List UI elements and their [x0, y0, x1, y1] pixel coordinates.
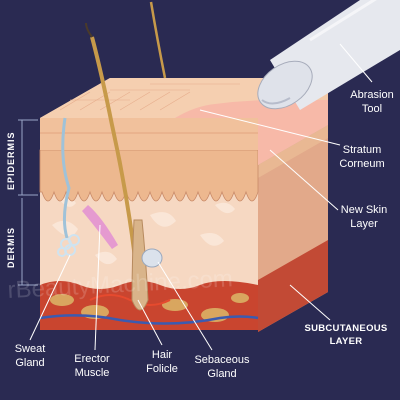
surface-texture: [59, 83, 240, 111]
hair-tip: [85, 22, 93, 38]
new-skin-label-1: New Skin: [341, 204, 387, 216]
label-subcutaneous-layer: SUBCUTANEOUS LAYER: [304, 323, 387, 347]
new-skin-label-2: Layer: [350, 218, 378, 230]
stratum-corneum-label-1: Stratum: [343, 144, 382, 156]
label-hair-folicle: Hair Folicle: [146, 349, 178, 375]
blood-vessel: [39, 314, 259, 325]
fat-cells: [50, 293, 249, 322]
sebaceous-gland: [141, 248, 163, 268]
erector-muscle-label-2: Muscle: [75, 367, 110, 379]
sweat-gland-label-2: Gland: [15, 357, 44, 369]
sweat-gland-label-1: Sweat: [15, 343, 46, 355]
epidermis-label: EPIDERMIS: [6, 131, 16, 190]
label-new-skin-layer: New Skin Layer: [341, 204, 387, 230]
label-sebaceous-gland: Sebaceous Gland: [194, 354, 250, 380]
abraded-area: [175, 100, 328, 165]
right-face-subcutaneous: [258, 240, 328, 332]
subcutaneous-label-2: LAYER: [330, 336, 363, 347]
stratum-corneum-label-2: Corneum: [339, 158, 384, 170]
sebaceous-gland-label-1: Sebaceous: [194, 354, 250, 366]
sebaceous-gland-label-2: Gland: [207, 368, 236, 380]
layer-brackets: [18, 119, 38, 286]
dermis-label: DERMIS: [6, 227, 16, 268]
sweat-gland-coil: [57, 234, 80, 257]
label-sweat-gland: Sweat Gland: [15, 343, 46, 369]
abrasion-tool-icon: [257, 0, 400, 110]
hair-strand: [149, 1, 167, 79]
label-erector-muscle: Erector Muscle: [74, 353, 110, 379]
sweat-duct: [61, 117, 71, 239]
hair-folicle-label-2: Folicle: [146, 363, 178, 375]
epidermis-layer: [39, 149, 259, 202]
hair-follicle: [131, 219, 149, 311]
erector-muscle-label-1: Erector: [74, 353, 110, 365]
hair-folicle-label-1: Hair: [152, 349, 173, 361]
subcutaneous-label-1: SUBCUTANEOUS: [304, 323, 387, 334]
label-stratum-corneum: Stratum Corneum: [339, 144, 384, 170]
stratum-corneum-front: [40, 118, 258, 150]
artery: [89, 294, 171, 306]
abrasion-tool-label-1: Abrasion: [350, 89, 393, 101]
pointer-lines: [29, 43, 373, 351]
right-face-epidermis: [258, 125, 328, 178]
abrasion-tool-label-2: Tool: [362, 103, 382, 115]
label-abrasion-tool: Abrasion Tool: [350, 89, 393, 115]
